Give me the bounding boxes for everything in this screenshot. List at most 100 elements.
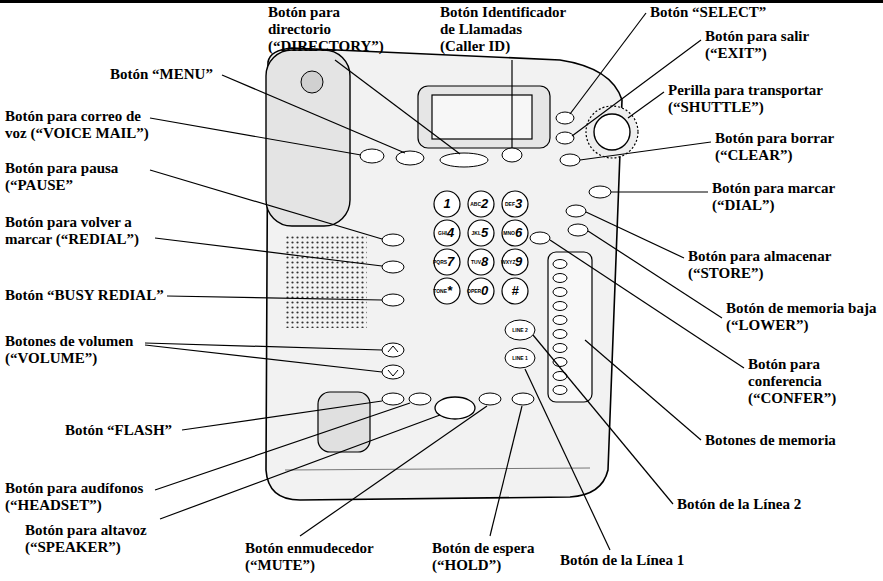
- leader-line: [182, 401, 382, 430]
- key-letters: TUV: [467, 259, 481, 265]
- leader-line: [160, 415, 440, 519]
- memory-button: [553, 260, 567, 269]
- line-2-button: [505, 320, 535, 340]
- leader-line: [155, 238, 382, 266]
- leader-line: [222, 75, 405, 153]
- memory-button: [553, 386, 567, 395]
- key-letters: OPER: [467, 288, 481, 294]
- key-letters: ABC: [467, 201, 481, 207]
- callout-label: Botón de la Línea 2: [677, 496, 837, 513]
- key-button: [468, 278, 494, 304]
- key-digit: 5: [481, 225, 492, 240]
- headset-button: [409, 393, 431, 405]
- leader-line: [585, 340, 701, 440]
- leader-line: [570, 13, 646, 114]
- pause-button: [382, 234, 404, 246]
- line-button-text: LINE 1: [506, 355, 534, 361]
- handset-earpiece: [301, 71, 323, 93]
- key-button: [502, 278, 528, 304]
- callout-label: Botón de memoria baja (“LOWER”): [726, 300, 881, 334]
- key-button: [434, 220, 460, 246]
- key-button: [434, 249, 460, 275]
- shuttle-knob: [594, 114, 630, 150]
- callout-label: Botón “BUSY REDIAL”: [5, 287, 205, 304]
- key-letters: TONE: [433, 288, 447, 294]
- mute-button: [479, 393, 501, 405]
- display-panel: [418, 86, 550, 148]
- callout-label: Botón para pausa (“PAUSE”: [5, 160, 155, 194]
- leader-lines: [145, 13, 744, 550]
- callout-label: Botón de espera (“HOLD”): [432, 540, 562, 574]
- leader-line: [150, 118, 361, 155]
- key-button: [502, 249, 528, 275]
- key-button: [502, 220, 528, 246]
- redial-button: [382, 261, 404, 273]
- busy-redial-button: [382, 294, 404, 306]
- leader-line: [628, 92, 664, 118]
- confer-button: [530, 232, 550, 244]
- hold-button: [512, 393, 534, 405]
- line-button-text: LINE 2: [506, 327, 534, 333]
- key-button: [502, 191, 528, 217]
- callout-label: Botón para correo de voz (“VOICE MAIL”): [5, 108, 155, 142]
- callout-label: Botón enmudecedor (“MUTE”): [245, 540, 395, 574]
- keypad: [434, 191, 528, 304]
- key-letters: WXYZ: [501, 259, 515, 265]
- line-1-button: [505, 348, 535, 368]
- memory-button: [553, 330, 567, 339]
- speaker-button: [435, 397, 475, 419]
- handset-cradle: [318, 392, 370, 452]
- top-rule: [0, 0, 883, 3]
- handset: [266, 50, 350, 226]
- callout-label: Botón para audífonos (“HEADSET”): [5, 480, 165, 514]
- leader-line: [490, 406, 522, 536]
- callout-label: Botón “SELECT”: [650, 4, 820, 21]
- key-digit: 2: [481, 196, 492, 211]
- callout-label: Botón para marcar (“DIAL”): [712, 180, 872, 214]
- key-button: [468, 191, 494, 217]
- key-digit: *: [447, 283, 458, 298]
- callout-label: Botón para directorio (“DIRECTORY”): [268, 4, 403, 55]
- leader-line: [586, 212, 684, 258]
- memory-button: [553, 288, 567, 297]
- leader-line: [335, 60, 460, 154]
- key-digit: 8: [481, 254, 492, 269]
- store-button: [566, 205, 586, 217]
- callout-label: Botón para volver a marcar (“REDIAL”): [5, 214, 155, 248]
- key-digit: 4: [447, 225, 458, 240]
- key-button: [434, 278, 460, 304]
- callout-label: Botón para altavoz (“SPEAKER”): [25, 522, 185, 556]
- callout-label: Botón Identificador de Llamadas (Caller …: [440, 4, 570, 55]
- volume-down-arrow: [388, 370, 398, 376]
- key-digit: 7: [447, 254, 458, 269]
- callout-label: Botón para almacenar (“STORE”): [688, 248, 863, 282]
- leader-line: [145, 345, 382, 372]
- leader-line: [580, 142, 711, 160]
- flash-button: [382, 393, 404, 405]
- volume-up-arrow: [388, 346, 398, 352]
- key-letters: GHI: [433, 230, 447, 236]
- memory-button: [553, 316, 567, 325]
- callout-label: Botón para conferencia (“CONFER”): [748, 356, 858, 407]
- callout-label: Botón “MENU”: [110, 66, 270, 83]
- leader-line: [511, 60, 512, 148]
- leader-line: [150, 170, 382, 239]
- clear-button: [560, 154, 580, 166]
- caller-id-button: [502, 148, 522, 162]
- shuttle-ring: [586, 106, 638, 158]
- key-letters: DEF: [501, 201, 515, 207]
- key-digit: 9: [515, 254, 526, 269]
- callout-label: Botones de volumen (“VOLUME”): [5, 333, 165, 367]
- phone-body: [266, 48, 622, 500]
- display-screen: [432, 95, 532, 139]
- key-button: [468, 249, 494, 275]
- key-button: [468, 220, 494, 246]
- speaker-grille: [285, 236, 367, 328]
- leader-line: [611, 191, 708, 192]
- leader-line: [167, 296, 382, 300]
- menu-button: [396, 151, 424, 165]
- callout-label: Botón para borrar (“CLEAR”): [715, 130, 875, 164]
- voice-mail-button: [360, 149, 384, 163]
- exit-button: [556, 132, 574, 144]
- volume-down-button: [382, 365, 404, 379]
